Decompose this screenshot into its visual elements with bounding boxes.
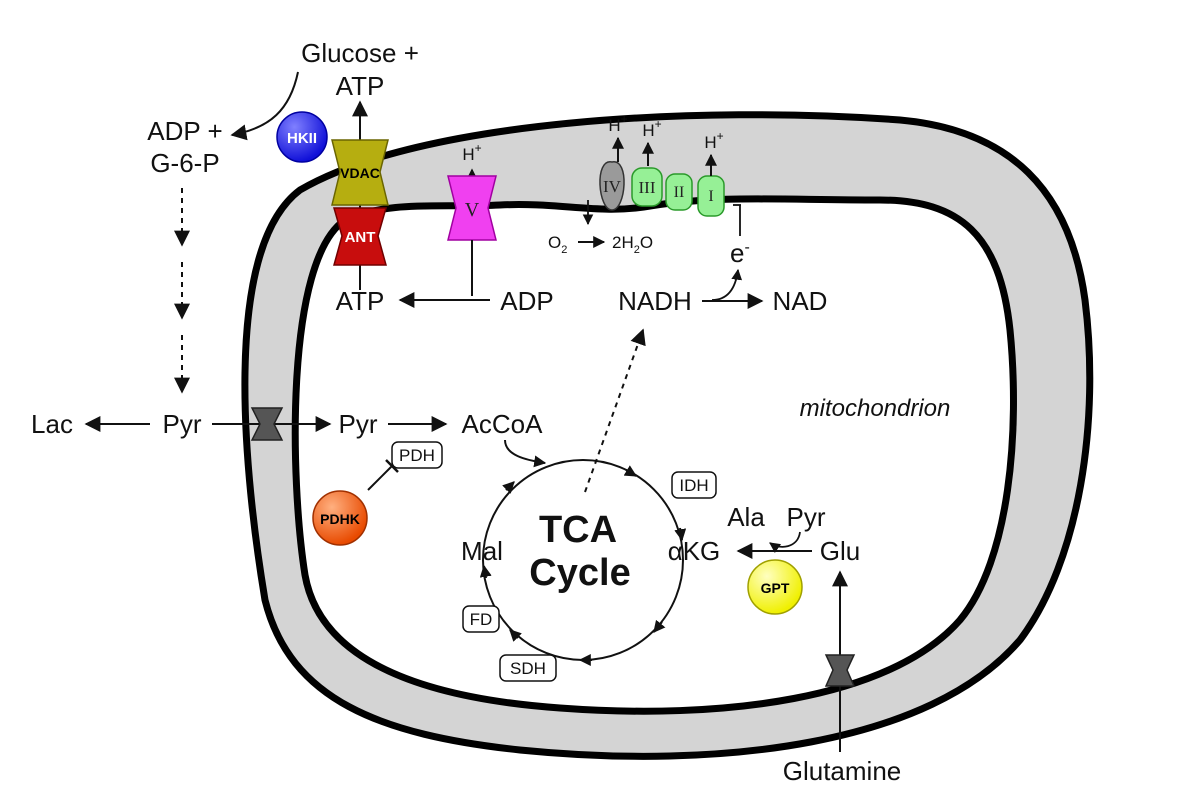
hkii-protein (276, 111, 328, 163)
inhibition-bar (385, 459, 399, 473)
label-h-v: H+ (462, 141, 481, 164)
pdh-label: PDH (399, 446, 435, 465)
pdh-enzyme-box (391, 441, 443, 469)
complex-iii-protein (631, 167, 663, 207)
complex-iv-protein (599, 161, 625, 211)
label-water: 2H2O (612, 233, 653, 256)
tca-title-line2: Cycle (529, 552, 630, 594)
label-glu: Glu (820, 536, 860, 566)
idh-label: IDH (679, 476, 708, 495)
tca-arrow-1 (623, 465, 638, 477)
fd-label: FD (470, 610, 493, 629)
arrow-accoa-into-cycle (504, 439, 547, 468)
label-h-iv: H+ (608, 112, 627, 135)
label-g6p: G-6-P (150, 148, 219, 178)
label-adp-inner: ADP (500, 286, 553, 316)
glutamine-transporter (824, 654, 856, 687)
idh-enzyme-box (671, 471, 717, 499)
ant-protein (333, 207, 387, 266)
label-accoa: AcCoA (462, 409, 544, 439)
vdac-label: VDAC (340, 165, 380, 181)
sdh-label: SDH (510, 659, 546, 678)
vdac-protein (331, 139, 389, 206)
tca-arrow-2 (674, 527, 687, 542)
arrow-tca-to-nadh (584, 328, 646, 493)
arrow-pyr-to-ala (769, 531, 801, 553)
v-atpase-label: V (465, 199, 480, 221)
pyruvate-carrier (250, 407, 284, 441)
inhibition-pdhk-pdh (367, 465, 393, 491)
label-ala: Ala (727, 502, 765, 532)
label-e-minus: e- (730, 238, 750, 268)
label-pyr-gpt: Pyr (787, 502, 826, 532)
label-akg: αKG (668, 536, 721, 566)
arrow-glucose-to-g6p (230, 71, 299, 141)
tca-arrow-3 (653, 619, 666, 633)
complex-iii-label: III (639, 178, 656, 197)
label-mitochondrion: mitochondrion (800, 395, 951, 422)
label-nadh: NADH (618, 286, 692, 316)
label-h-i: H+ (704, 129, 723, 152)
label-mal: Mal (461, 536, 503, 566)
complex-ii-protein (665, 173, 693, 211)
label-nad: NAD (773, 286, 828, 316)
sdh-enzyme-box (499, 654, 557, 682)
tca-title-line1: TCA (539, 509, 617, 551)
complex-iv-label: IV (603, 177, 622, 196)
v-atpase-protein (447, 175, 497, 241)
hkii-label: HKII (287, 130, 317, 147)
pdhk-protein (312, 490, 368, 546)
label-adp-plus: ADP + (147, 116, 222, 146)
pdhk-label: PDHK (320, 511, 360, 527)
label-h-iii: H+ (642, 117, 661, 140)
gpt-protein (747, 559, 803, 615)
label-pyr-cytosol: Pyr (163, 409, 202, 439)
tca-arrow-5 (509, 629, 522, 642)
label-atp-top: ATP (336, 71, 385, 101)
tca-arrow-6 (479, 564, 492, 579)
label-o2: O2 (548, 233, 567, 256)
gpt-label: GPT (761, 580, 790, 596)
label-pyr-mito: Pyr (339, 409, 378, 439)
label-atp-inner: ATP (336, 286, 385, 316)
ant-label: ANT (345, 229, 376, 246)
arrow-nadh-to-e (711, 268, 743, 301)
label-glucose: Glucose + (301, 38, 419, 68)
label-lac: Lac (31, 409, 73, 439)
label-glutamine: Glutamine (783, 756, 902, 786)
complex-i-label: I (708, 188, 713, 205)
fd-enzyme-box (462, 605, 500, 633)
tca-arrow-7 (502, 481, 515, 494)
complex-ii-label: II (674, 184, 685, 201)
